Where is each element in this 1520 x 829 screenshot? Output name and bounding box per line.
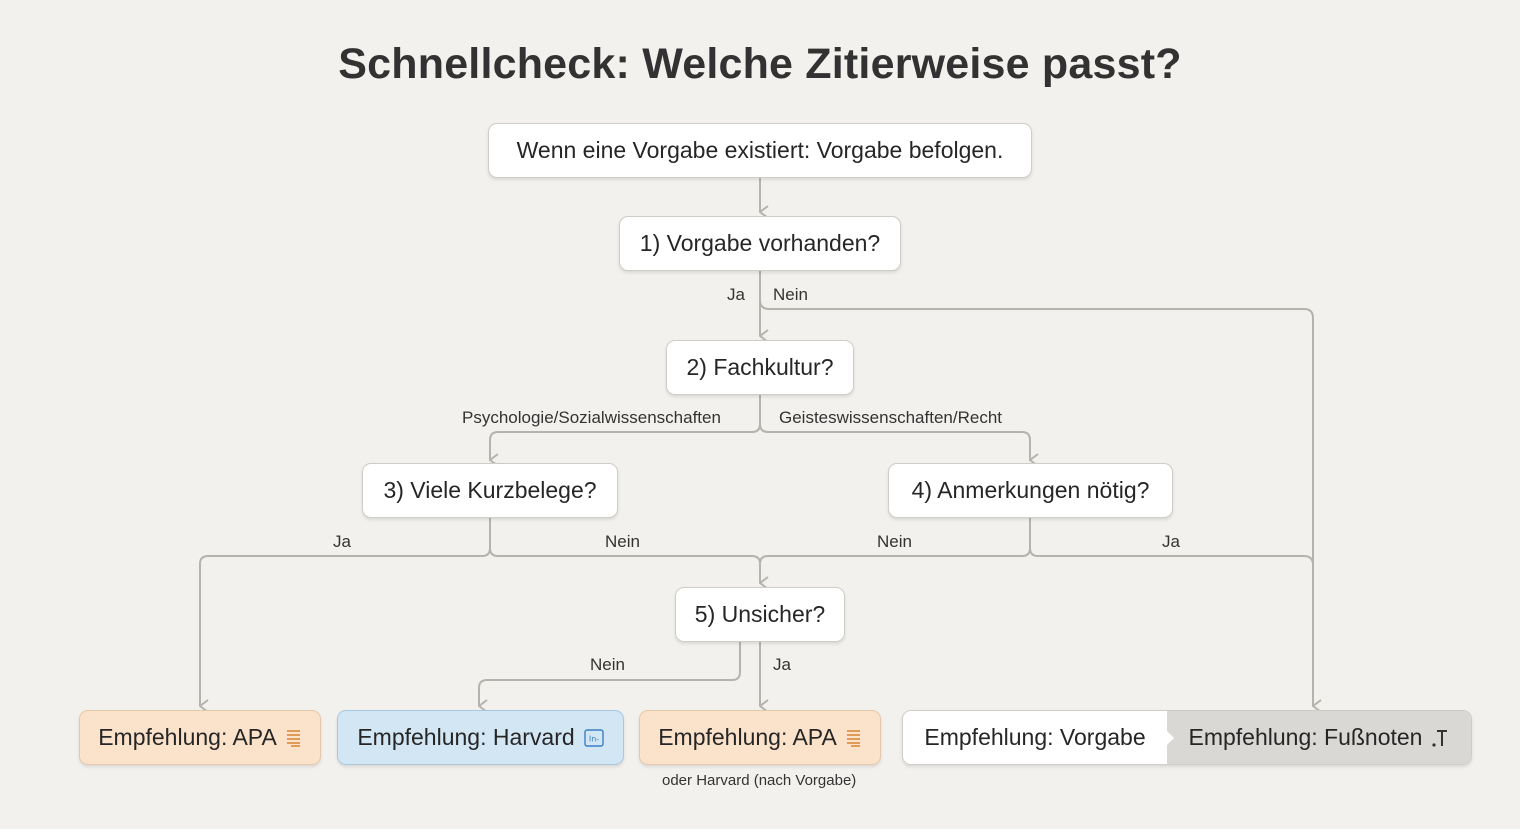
result-harvard-label: Empfehlung: Harvard — [357, 724, 575, 750]
edge-q2-q4 — [759, 423, 1039, 467]
edge-label-q4-nein: Nein — [877, 532, 912, 551]
edge-q5-harvard — [478, 642, 741, 713]
result-apa-middle-note: oder Harvard (nach Vorgabe) — [662, 772, 857, 789]
start-node-label: Wenn eine Vorgabe existiert: Vorgabe bef… — [516, 137, 1004, 163]
result-apa-left: Empfehlung: APA — [79, 710, 321, 765]
footnote-mark-icon — [1431, 728, 1449, 748]
edge-q4-fussnoten — [1029, 547, 1314, 566]
result-harvard: Empfehlung: Harvard In- — [337, 710, 624, 765]
result-vorgabe: Empfehlung: Vorgabe — [903, 711, 1167, 764]
edge-label-q4-ja: Ja — [1162, 532, 1180, 551]
start-node: Wenn eine Vorgabe existiert: Vorgabe bef… — [488, 123, 1032, 178]
question-unsicher: 5) Unsicher? — [675, 587, 845, 642]
result-fussnoten-label: Empfehlung: Fußnoten — [1188, 724, 1423, 750]
edge-label-q2-geistes: Geisteswissenschaften/Recht — [779, 408, 1002, 427]
question-kurzbelege-label: 3) Viele Kurzbelege? — [383, 477, 597, 503]
result-apa-left-label: Empfehlung: APA — [98, 724, 277, 750]
edge-label-q3-ja: Ja — [333, 532, 351, 551]
bracket-reference-icon: In- — [583, 728, 604, 747]
result-vorgabe-label: Empfehlung: Vorgabe — [924, 724, 1146, 750]
question-fachkultur: 2) Fachkultur? — [666, 340, 854, 395]
result-apa-middle-label: Empfehlung: APA — [658, 724, 837, 750]
question-anmerkungen: 4) Anmerkungen nötig? — [888, 463, 1173, 518]
question-vorgabe-label: 1) Vorgabe vorhanden? — [639, 230, 881, 256]
page-title: Schnellcheck: Welche Zitierweise passt? — [338, 40, 1182, 88]
question-anmerkungen-label: 4) Anmerkungen nötig? — [911, 477, 1150, 503]
result-fussnoten: Empfehlung: Fußnoten — [1166, 711, 1471, 764]
lines-document-icon — [846, 729, 862, 747]
question-fachkultur-label: 2) Fachkultur? — [686, 354, 834, 380]
edge-q1-fussnoten — [759, 299, 1322, 713]
question-vorgabe: 1) Vorgabe vorhanden? — [619, 216, 901, 271]
question-unsicher-label: 5) Unsicher? — [694, 601, 826, 627]
lines-document-icon — [286, 729, 302, 747]
edge-label-q1-ja: Ja — [727, 285, 745, 304]
question-kurzbelege: 3) Viele Kurzbelege? — [362, 463, 618, 518]
edge-label-q5-ja: Ja — [773, 655, 791, 674]
edge-label-q2-psychologie: Psychologie/Sozialwissenschaften — [462, 408, 721, 427]
svg-text:In-: In- — [589, 734, 599, 743]
result-apa-middle: Empfehlung: APA — [639, 710, 881, 765]
result-vorgabe-fussnoten: Empfehlung: Vorgabe Empfehlung: Fußnoten — [902, 710, 1472, 765]
edge-q3-q5 — [489, 547, 769, 590]
edge-label-q3-nein: Nein — [605, 532, 640, 551]
edge-label-q1-nein: Nein — [773, 285, 808, 304]
edge-label-q5-nein: Nein — [590, 655, 625, 674]
